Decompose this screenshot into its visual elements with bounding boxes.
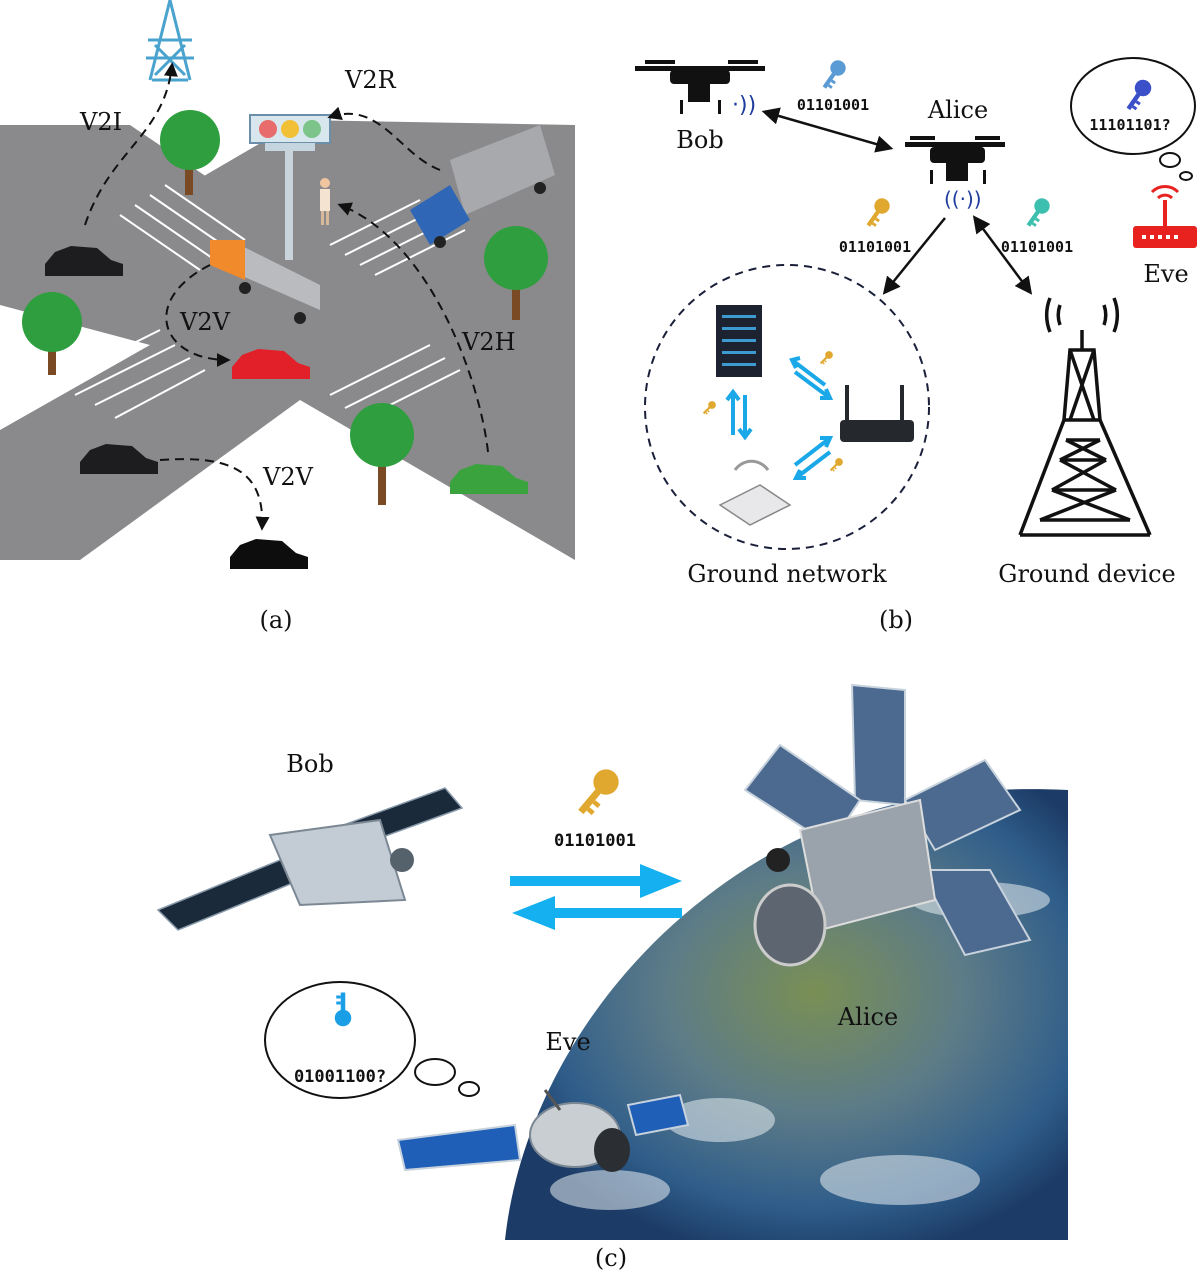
tree-1 — [160, 110, 220, 195]
link-v2i — [84, 62, 178, 226]
eve-satellite — [396, 1089, 690, 1172]
key-teal-icon — [1022, 195, 1053, 230]
link-alice-device — [972, 215, 1033, 295]
link-v2v-bottom — [159, 458, 270, 531]
black-sedan — [230, 539, 308, 569]
server-icon — [716, 305, 762, 377]
label-v2r: V2R — [344, 66, 397, 94]
key-bob-alice: 01101001 — [797, 96, 869, 114]
link-alice-network — [882, 217, 946, 295]
alice-signal-icon: ((·)) — [944, 187, 982, 211]
tree-4 — [350, 403, 414, 505]
tree-2 — [484, 226, 548, 320]
bob-satellite — [156, 787, 464, 931]
label-v2h: V2H — [461, 328, 516, 356]
pedestrian — [320, 178, 330, 225]
small-key-3-icon — [827, 456, 845, 474]
eve-router-icon — [1133, 185, 1197, 248]
ground-network-label: Ground network — [687, 560, 887, 588]
label-v2v-bottom: V2V — [262, 463, 314, 491]
bob-label-c: Bob — [286, 750, 333, 778]
small-key-2-icon — [700, 399, 718, 417]
key-device: 01101001 — [1001, 238, 1073, 256]
alice-satellite — [743, 683, 1032, 967]
network-arrows — [725, 356, 834, 480]
link-bob-alice — [761, 107, 894, 153]
ground-device-tower — [1018, 297, 1152, 537]
eve-label-b: Eve — [1143, 260, 1188, 288]
orange-truck — [210, 240, 320, 324]
alice-drone — [905, 136, 1005, 184]
eve-label-c: Eve — [545, 1028, 590, 1056]
blue-truck — [410, 125, 555, 248]
tree-3 — [22, 292, 82, 375]
link-v2v-top — [165, 264, 231, 367]
link-v2r — [327, 106, 441, 171]
small-key-1-icon — [817, 349, 835, 367]
key-gold-large-icon — [571, 764, 624, 821]
crosswalk-stripes — [59, 184, 466, 421]
bob-label: Bob — [676, 126, 723, 154]
label-v2i: V2I — [79, 108, 122, 136]
router-icon — [840, 385, 914, 442]
key-gold-icon — [862, 195, 893, 230]
alice-label-c: Alice — [837, 1003, 898, 1031]
panel-a: V2I V2R V2V V2H V2V (a) — [0, 0, 575, 634]
eve-thought-cloud-c — [264, 981, 480, 1099]
power-tower — [146, 0, 194, 82]
traffic-light — [249, 114, 331, 260]
link-v2h — [337, 202, 489, 453]
key-blue-icon — [818, 57, 849, 92]
ground-device-label: Ground device — [998, 560, 1175, 588]
alice-label: Alice — [927, 96, 988, 124]
ground-network-boundary — [644, 264, 930, 550]
key-network: 01101001 — [839, 238, 911, 256]
caption-b: (b) — [879, 606, 913, 634]
signal-icon: ·)) — [732, 93, 756, 118]
label-v2v-top: V2V — [179, 308, 231, 336]
caption-c: (c) — [595, 1244, 627, 1272]
key-c: 01101001 — [554, 831, 636, 851]
wifi-router-icon — [718, 459, 792, 526]
panel-b: ·)) Bob 01101001 Alice ((·)) 01101001 01… — [635, 57, 1197, 634]
bob-drone — [635, 60, 765, 114]
caption-a: (a) — [259, 606, 292, 634]
eve-guess-c: 01001100? — [294, 1067, 386, 1087]
panel-c: Bob 01101001 Alice 01001100? Eve (c) — [156, 683, 1068, 1272]
eve-guess-b: 11101101? — [1089, 116, 1170, 134]
exchange-arrows — [510, 864, 682, 930]
